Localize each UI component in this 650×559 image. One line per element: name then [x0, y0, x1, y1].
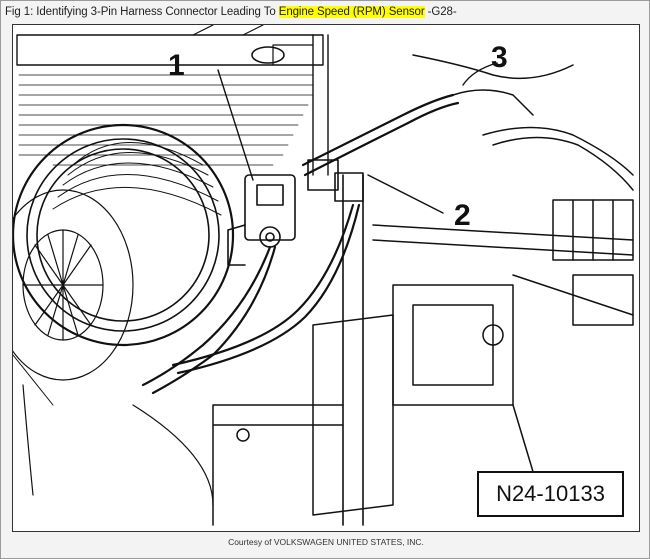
crank-pulley [13, 123, 235, 347]
block-hatching [18, 74, 314, 166]
sensor-connector [227, 174, 296, 266]
callout-2: 2 [454, 199, 471, 232]
engine-line-art [13, 25, 634, 526]
caption-prefix: Fig 1: Identifying 3-Pin Harness Connect… [5, 6, 279, 18]
reference-code: N24-10133 [477, 471, 624, 517]
caption-suffix: -G28- [424, 6, 457, 18]
caption-highlight: Engine Speed (RPM) Sensor [278, 6, 425, 18]
figure-caption: Fig 1: Identifying 3-Pin Harness Connect… [5, 6, 457, 18]
engine-diagram: 1 3 2 N24-10133 [12, 24, 640, 532]
leader-lines [217, 62, 498, 214]
callout-1: 1 [168, 49, 185, 82]
fan-wheel [13, 189, 134, 381]
wiring-harness [141, 93, 460, 395]
image-credit: Courtesy of VOLKSWAGEN UNITED STATES, IN… [228, 537, 424, 547]
callout-3: 3 [491, 41, 508, 74]
right-assembly [132, 54, 634, 526]
